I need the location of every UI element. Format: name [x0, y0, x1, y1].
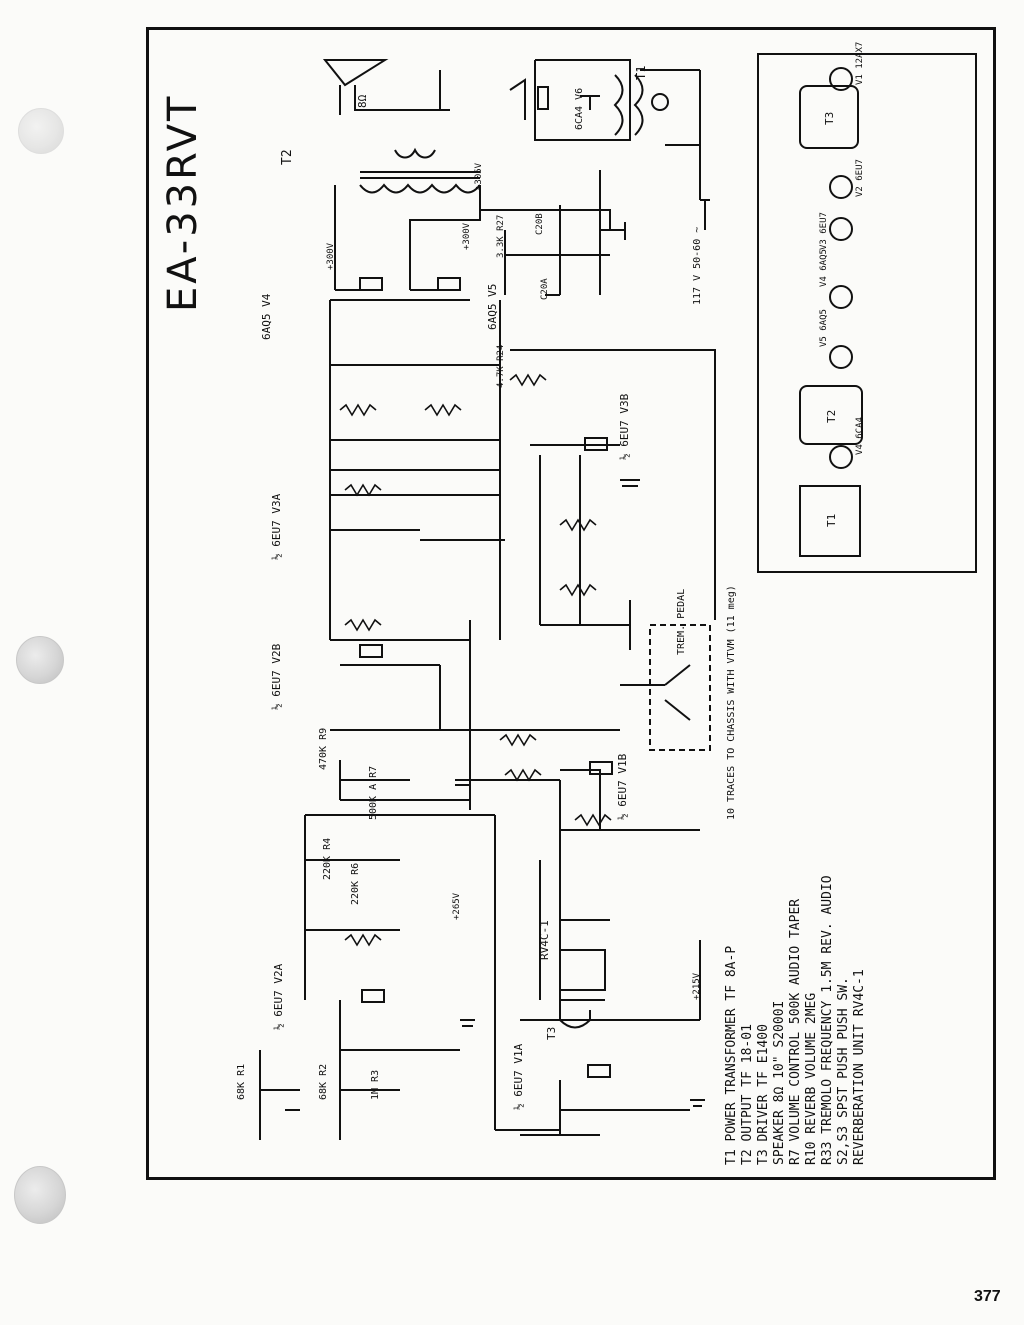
v3b-label: ½ 6EU7 V3B [618, 393, 631, 460]
power-input-label: 117 V 50-60 ~ [692, 226, 703, 305]
punch-hole-middle [16, 636, 64, 684]
layout-t2: T2 [799, 385, 863, 445]
legend-row-r33: R33 TREMOLO FREQUENCY 1.5M REV. AUDIO [820, 875, 835, 1165]
t2-label: T2 [280, 149, 295, 165]
layout-tube-v3-label: V3 6EU7 [819, 212, 829, 250]
tremolo-pedal-label: TREM. PEDAL [676, 588, 687, 655]
layout-tube-v3 [829, 217, 853, 241]
page-number: 377 [974, 1288, 1001, 1305]
v2a-tube [361, 989, 385, 1003]
parts-legend: T1 POWER TRANSFORMER TF 8A-P T2 OUTPUT T… [724, 875, 868, 1165]
r9-label: 470K R9 [318, 727, 329, 770]
chassis-layout: T1 T2 T3 V4 6CA4 V5 6AQ5 V4 6AQ5 V3 6EU7… [757, 42, 977, 573]
b-plus-300-b: +300V [462, 222, 472, 250]
layout-t3: T3 [799, 85, 859, 149]
t2-primary [359, 183, 481, 194]
layout-tube-v4 [829, 285, 853, 309]
t1-winding [613, 74, 624, 136]
legend-row-r7: R7 VOLUME CONTROL 500K AUDIO TAPER [788, 898, 803, 1165]
legend-row-reverb-unit: REVERBERATION UNIT RV4C-1 [852, 969, 867, 1165]
layout-tube-v4-label: V4 6AQ5 [819, 249, 829, 287]
r24-label: 4.7K R24 [496, 344, 506, 388]
legend-row-t3: T3 DRIVER TF E1400 [756, 1024, 771, 1165]
r4-label: 220K R4 [322, 837, 333, 880]
v5-label: 6AQ5 V5 [486, 283, 499, 330]
tremolo-pedal-box [649, 624, 711, 751]
r3-label: 1M R3 [370, 1069, 381, 1100]
t2-secondary [394, 147, 436, 159]
v1a-tube [587, 1064, 611, 1078]
v6-label: 6CA4 V6 [574, 87, 585, 130]
v4-label: 6AQ5 V4 [260, 293, 273, 340]
layout-tube-v2-label: V2 6EU7 [855, 159, 865, 197]
punch-hole-top [18, 108, 64, 154]
v3a-label: ½ 6EU7 V3A [270, 493, 283, 560]
legend-row-speaker: SPEAKER 8Ω 10" S2000I [772, 1000, 787, 1165]
v2a-label: ½ 6EU7 V2A [272, 963, 285, 1030]
reverb-unit [559, 949, 606, 991]
v1b-label: ½ 6EU7 V1B [616, 753, 629, 820]
layout-tube-v5-label: V5 6AQ5 [819, 309, 829, 347]
r2-label: 68K R2 [318, 1063, 329, 1100]
b-plus-305: +305V [474, 162, 484, 190]
v5-tube [437, 277, 461, 291]
r1-label: 68K R1 [236, 1063, 247, 1100]
r7-label: 500K A R7 [368, 765, 379, 820]
v1a-label: ½ 6EU7 V1A [512, 1043, 525, 1110]
b-plus-215: +215V [692, 972, 702, 1000]
v2b-label: ½ 6EU7 V2B [270, 643, 283, 710]
speaker-symbol [322, 59, 389, 87]
r6-label: 220K R6 [350, 862, 361, 905]
page-title: EA-33RVT [160, 93, 206, 313]
layout-tube-v5 [829, 345, 853, 369]
reverb-unit-label: RV4C-1 [538, 920, 551, 960]
c20a-label: C20A [540, 278, 550, 300]
layout-t1: T1 [799, 485, 861, 557]
v1b-tube [589, 761, 613, 775]
legend-row-t1: T1 POWER TRANSFORMER TF 8A-P [724, 945, 739, 1165]
legend-row-r10: R10 REVERB VOLUME 2MEG [804, 992, 819, 1165]
v3b-tube [584, 437, 608, 451]
layout-tube-v1-label: V1 12AX7 [855, 41, 865, 85]
chassis-note: 10 TRACES TO CHASSIS WITH VTVM (11 meg) [726, 585, 737, 820]
c20b-label: C20B [535, 213, 545, 235]
layout-tube-v1 [829, 67, 853, 91]
punch-hole-bottom [14, 1166, 66, 1224]
b-plus-265: +265V [452, 892, 462, 920]
v2b-tube [359, 644, 383, 658]
layout-tube-v6 [829, 445, 853, 469]
speaker-impedance: 8Ω [356, 94, 369, 108]
layout-tube-v6-label: V4 6CA4 [855, 417, 865, 455]
t1-label: T1 [634, 65, 648, 80]
v4-tube [359, 277, 383, 291]
b-plus-300-a: +300V [326, 242, 336, 270]
t3-label: T3 [545, 1026, 558, 1040]
legend-row-t2: T2 OUTPUT TF 18-01 [740, 1024, 755, 1165]
layout-tube-v2 [829, 175, 853, 199]
v6-tube [537, 86, 549, 110]
r27-label: 3.3K R27 [496, 214, 506, 258]
schematic-frame [146, 27, 996, 1180]
legend-row-s2-s3: S2,S3 SPST PUSH PUSH SW. [836, 977, 851, 1165]
